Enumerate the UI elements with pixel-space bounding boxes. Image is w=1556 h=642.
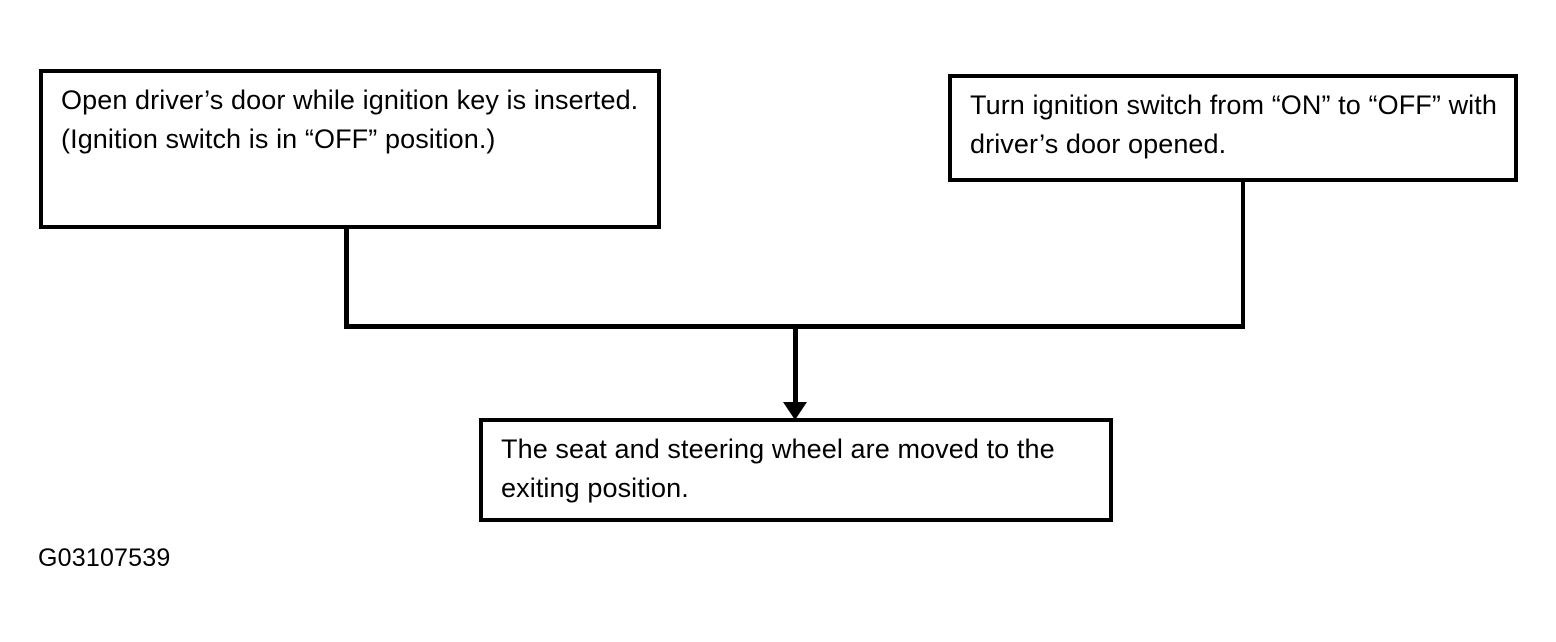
connector-stem-right [1241,179,1245,328]
figure-code-label: G03107539 [38,544,171,572]
connector-arrow-stem [793,324,798,406]
connector-stem-left [344,226,349,328]
flow-box-result: The seat and steering wheel are moved to… [479,418,1113,522]
flow-box-turn-switch: Turn ignition switch from “ON” to “OFF” … [948,74,1518,182]
flow-box-result-text: The seat and steering wheel are moved to… [501,434,1055,503]
flow-box-open-door: Open driver’s door while ignition key is… [39,69,661,229]
flow-box-open-door-text: Open driver’s door while ignition key is… [61,85,639,154]
flow-box-turn-switch-text: Turn ignition switch from “ON” to “OFF” … [970,90,1497,159]
arrow-down-icon [783,402,807,420]
